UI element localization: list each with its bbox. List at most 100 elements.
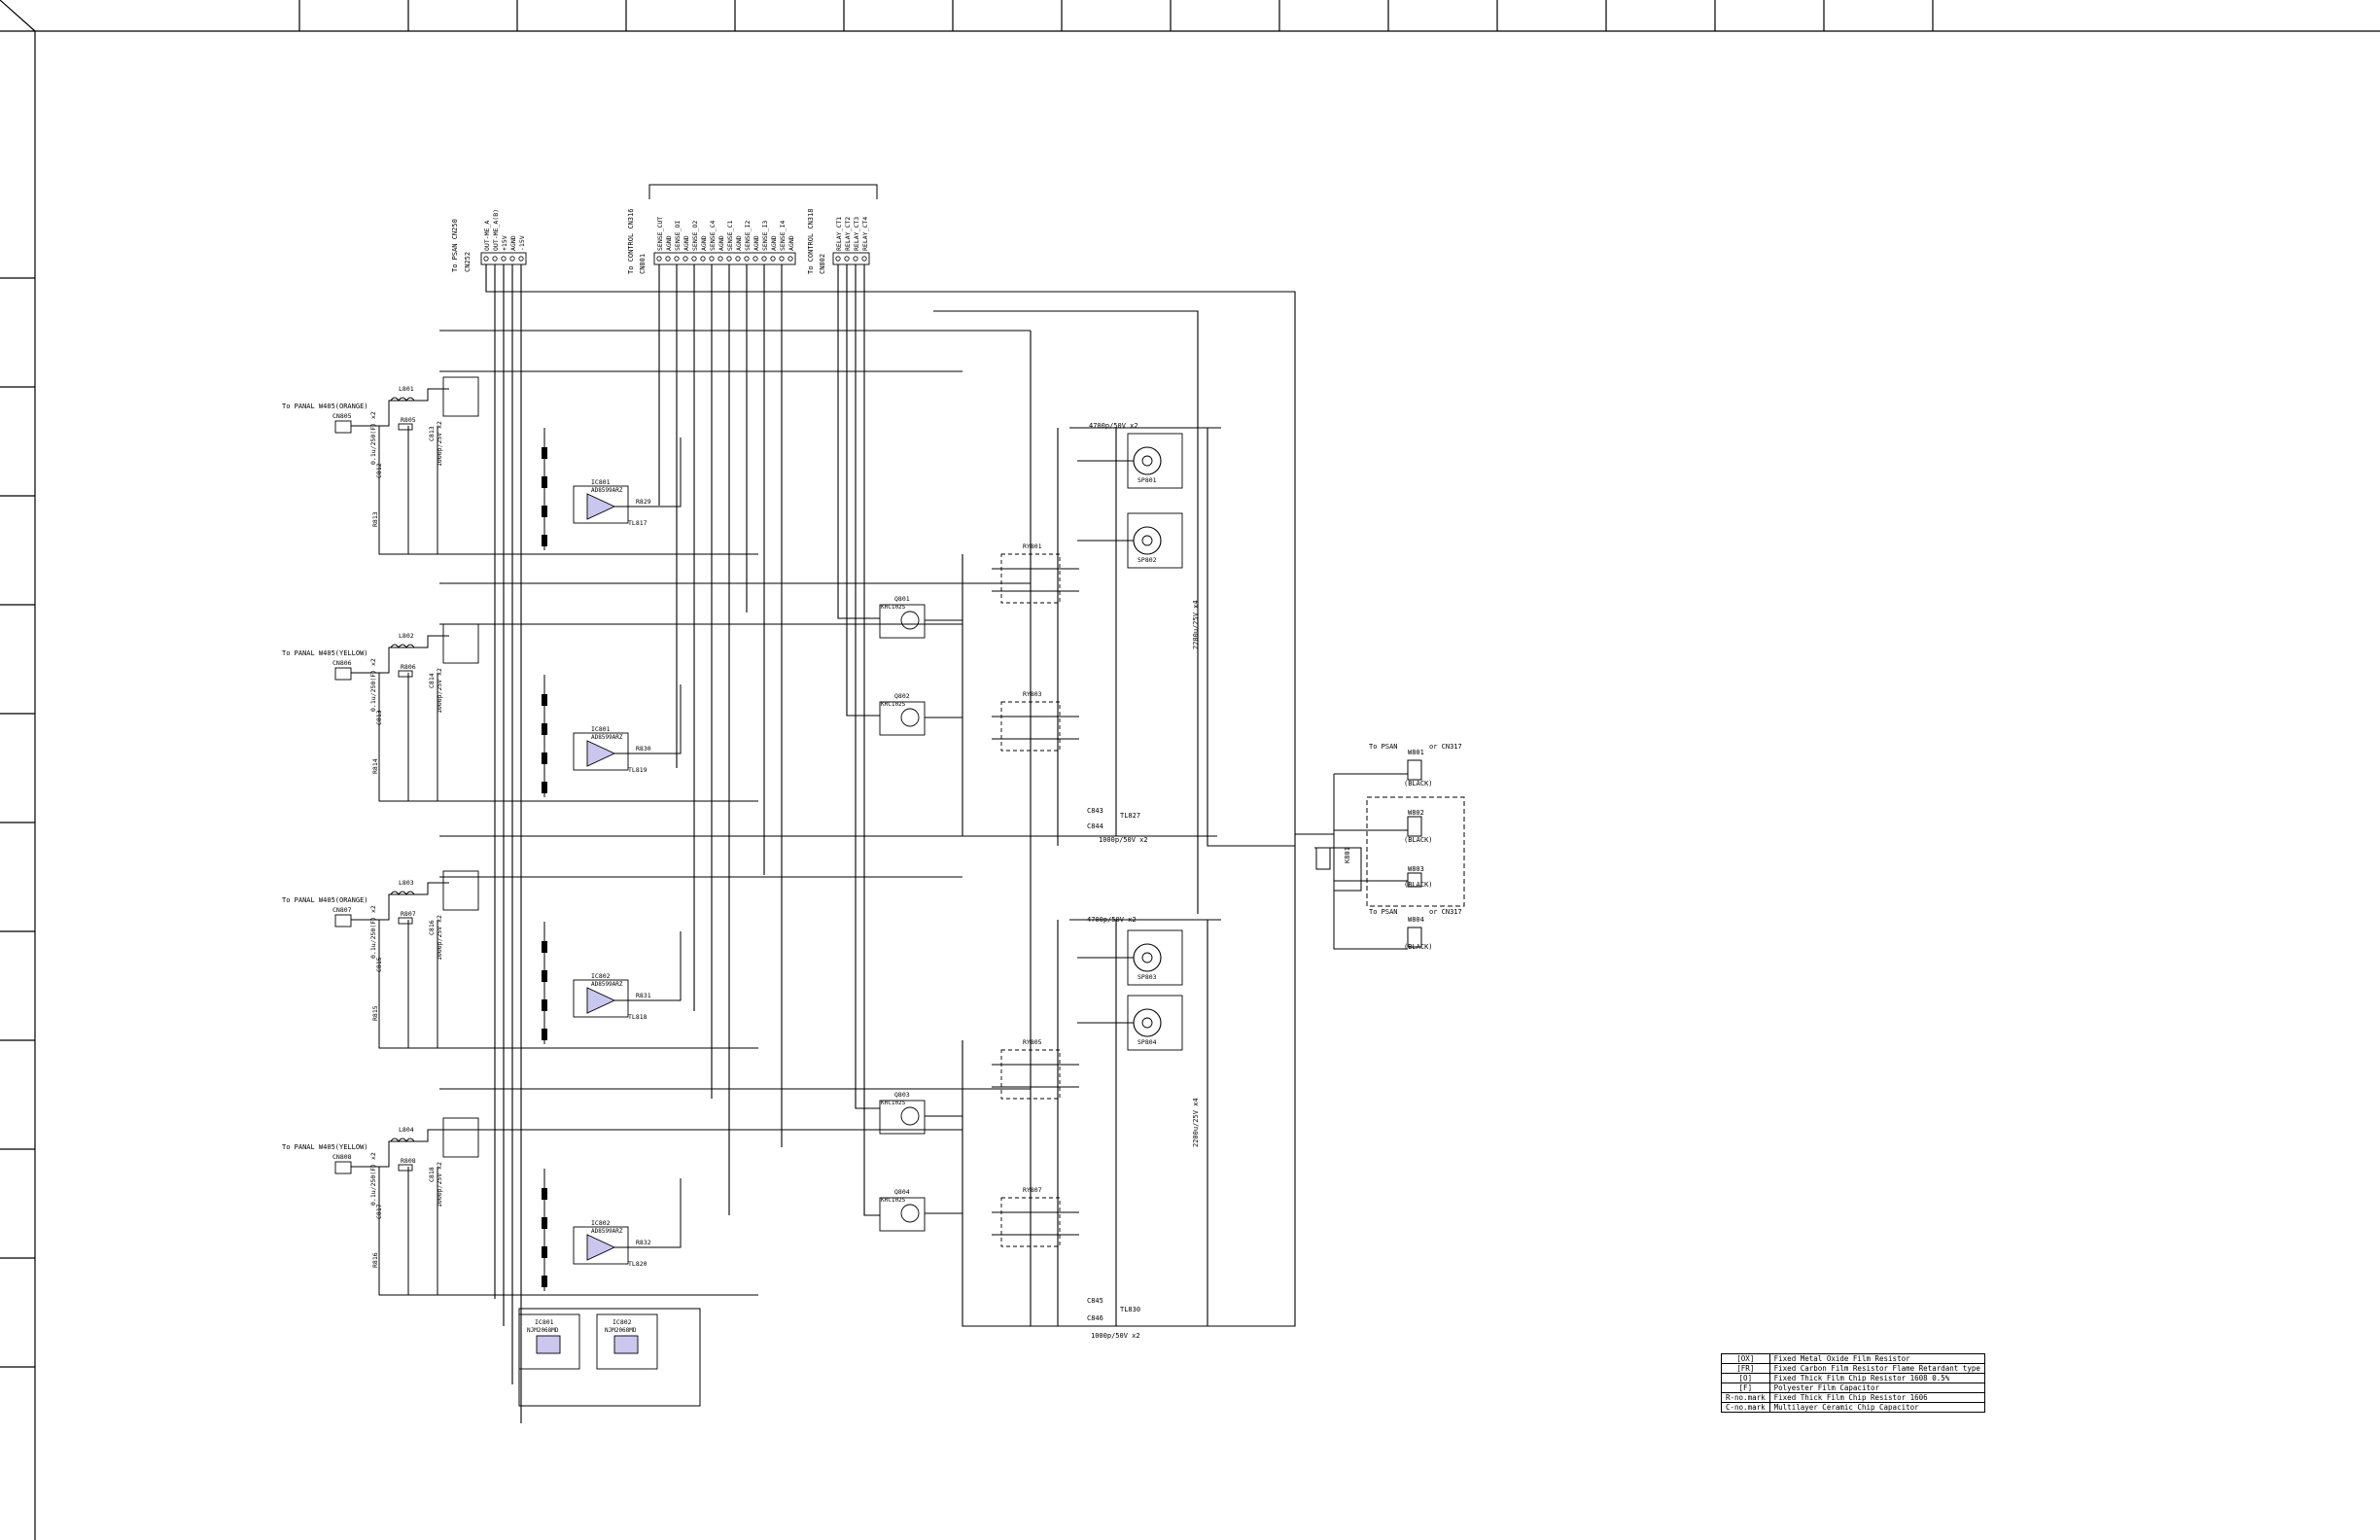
input-transformer xyxy=(442,623,479,664)
cap-top-c844: C844 xyxy=(1087,822,1103,830)
connector-pin-label: SENSE_C1 xyxy=(726,221,734,251)
connector-pin xyxy=(744,256,750,262)
cap-bottom-c846: C846 xyxy=(1087,1314,1103,1322)
capacitor-value: 1000p/25V x2 xyxy=(436,1162,443,1208)
opamp-box xyxy=(573,732,629,771)
resistor-symbol xyxy=(542,506,547,517)
psan-right2-ref: or CN317 xyxy=(1429,908,1462,916)
input-transformer xyxy=(442,376,479,417)
inductor-symbol xyxy=(390,644,415,648)
k801-label: K801 xyxy=(1344,847,1351,863)
relay-dashed-box xyxy=(1000,1197,1061,1247)
connector-pin xyxy=(709,256,715,262)
resistor-symbol xyxy=(542,1276,547,1287)
speaker-socket xyxy=(1133,1008,1162,1037)
connector-pin-label: AGND xyxy=(770,235,778,251)
connector-pin-label: AGND xyxy=(752,235,760,251)
connector-pin xyxy=(492,256,498,262)
connector-housing xyxy=(653,252,796,265)
input-channel: To PANAL W405(ORANGE)CN807L803R8070.1u/2… xyxy=(282,870,758,1049)
legend-desc: Polyester Film Capacitor xyxy=(1768,1382,1985,1393)
panel-label: To PANAL W405(YELLOW) xyxy=(282,1143,368,1151)
right-output-block: To PSAN or CN317 To PSAN or CN317 W801 W… xyxy=(1295,743,1465,951)
ic-id: IC802 xyxy=(591,972,611,980)
cap-bottom-tl830: TL830 xyxy=(1120,1306,1140,1313)
input-channel: To PANAL W405(ORANGE)CN805L801R8050.1u/2… xyxy=(282,376,758,555)
transistor-part: KRC102S xyxy=(881,1100,906,1106)
connector-pin-label: OUT-ME_A(B) xyxy=(492,209,500,251)
control-bracket xyxy=(648,184,878,199)
panel-connector-id: CN807 xyxy=(332,906,352,914)
cap-group-top: 4700p/50V x2 2200u/25V x4 1000p/50V x2 C… xyxy=(1087,422,1200,844)
parts-legend: [OX]Fixed Metal Oxide Film Resistor[FR]F… xyxy=(1721,1353,1985,1413)
connector-pin xyxy=(700,256,706,262)
testpoint-id: TL819 xyxy=(628,766,648,774)
capacitor-value: 0.1u/250(F) x2 xyxy=(369,411,377,465)
black1-label: (BLACK) xyxy=(1404,780,1433,788)
speaker-id: SP801 xyxy=(1138,476,1157,484)
inductor-symbol xyxy=(390,891,415,895)
relay-dashed-box xyxy=(1000,701,1061,752)
relay-section: Q801KRC102SRY801Q802KRC102SRY803Q803KRC1… xyxy=(879,542,1079,1247)
connector-pin xyxy=(718,256,723,262)
opamp-symbol xyxy=(586,493,616,520)
cap-top-c1: 4700p/50V x2 xyxy=(1089,422,1138,430)
transistor-symbol xyxy=(900,1106,920,1126)
legend-desc: Multilayer Ceramic Chip Capacitor xyxy=(1768,1402,1985,1413)
capacitor-value: 1000p/25V x2 xyxy=(436,915,443,961)
resistor-symbol xyxy=(542,447,547,459)
resistor-symbol xyxy=(542,1188,547,1200)
connector-pin-label: AGND xyxy=(788,235,795,251)
connector-pin xyxy=(483,256,489,262)
speaker-terminal: SP802 xyxy=(1077,512,1183,569)
connector-pin xyxy=(509,256,515,262)
speaker-pin xyxy=(1141,455,1153,467)
transistor-symbol xyxy=(900,611,920,630)
speaker-pin xyxy=(1141,952,1153,963)
input-channel: To PANAL W405(YELLOW)CN806L802R8060.1u/2… xyxy=(282,623,758,802)
connector-pin-label: SENSE_OI xyxy=(674,221,682,251)
cap-top-c843: C843 xyxy=(1087,807,1103,815)
panel-connector-id: CN806 xyxy=(332,659,352,667)
speaker-terminal: SP803 xyxy=(1077,929,1183,986)
connector-cn802-label: CN802 xyxy=(819,254,826,274)
legend-row: [O]Fixed Thick Film Chip Resistor 1608 0… xyxy=(1721,1373,1985,1383)
connector-pin-label: RELAY_CT2 xyxy=(844,217,852,251)
regulator-id: IC802 xyxy=(612,1318,632,1326)
panel-connector xyxy=(334,420,352,434)
cap-top-c2: 2200u/25V x4 xyxy=(1192,600,1200,649)
connector-pin-label: SENSE_O2 xyxy=(691,221,699,251)
opamp-box xyxy=(573,979,629,1018)
resistor-id: R814 xyxy=(371,758,379,774)
ic-part: AD8599ARZ xyxy=(591,487,623,494)
w804-label: W804 xyxy=(1408,916,1424,924)
connector-pin xyxy=(770,256,776,262)
connector-pin-label: RELAY_CT4 xyxy=(861,217,869,251)
panel-connector xyxy=(334,667,352,681)
resistor-id: R832 xyxy=(636,1239,651,1246)
connector-psan-label: To PSAN CN250 xyxy=(451,219,459,272)
legend-row: [FR]Fixed Carbon Film Resistor Flame Ret… xyxy=(1721,1363,1985,1374)
opamp-box xyxy=(573,1226,629,1265)
resistor-symbol xyxy=(542,999,547,1011)
cap-bottom-c845: C845 xyxy=(1087,1297,1103,1305)
input-transformer xyxy=(442,1117,479,1158)
capacitor-id: C813 xyxy=(428,426,436,441)
legend-desc: Fixed Thick Film Chip Resistor 1606 xyxy=(1768,1392,1985,1403)
resistor-id: R807 xyxy=(401,910,416,918)
connector-pin-label: +15V xyxy=(501,235,508,251)
connector-cn801-label: CN801 xyxy=(639,254,647,274)
capacitor-id: C818 xyxy=(428,1167,436,1182)
transistor-box xyxy=(879,701,926,736)
connector-pin xyxy=(674,256,680,262)
capacitor-value: 0.1u/250(F) x2 xyxy=(369,905,377,959)
ic-id: IC801 xyxy=(591,478,611,486)
connector-pin xyxy=(844,256,850,262)
psan-right1-ref: or CN317 xyxy=(1429,743,1462,751)
regulator-id: IC801 xyxy=(535,1318,554,1326)
resistor-symbol xyxy=(542,970,547,982)
transistor-id: Q801 xyxy=(894,595,910,603)
testpoint-id: TL820 xyxy=(628,1260,648,1268)
